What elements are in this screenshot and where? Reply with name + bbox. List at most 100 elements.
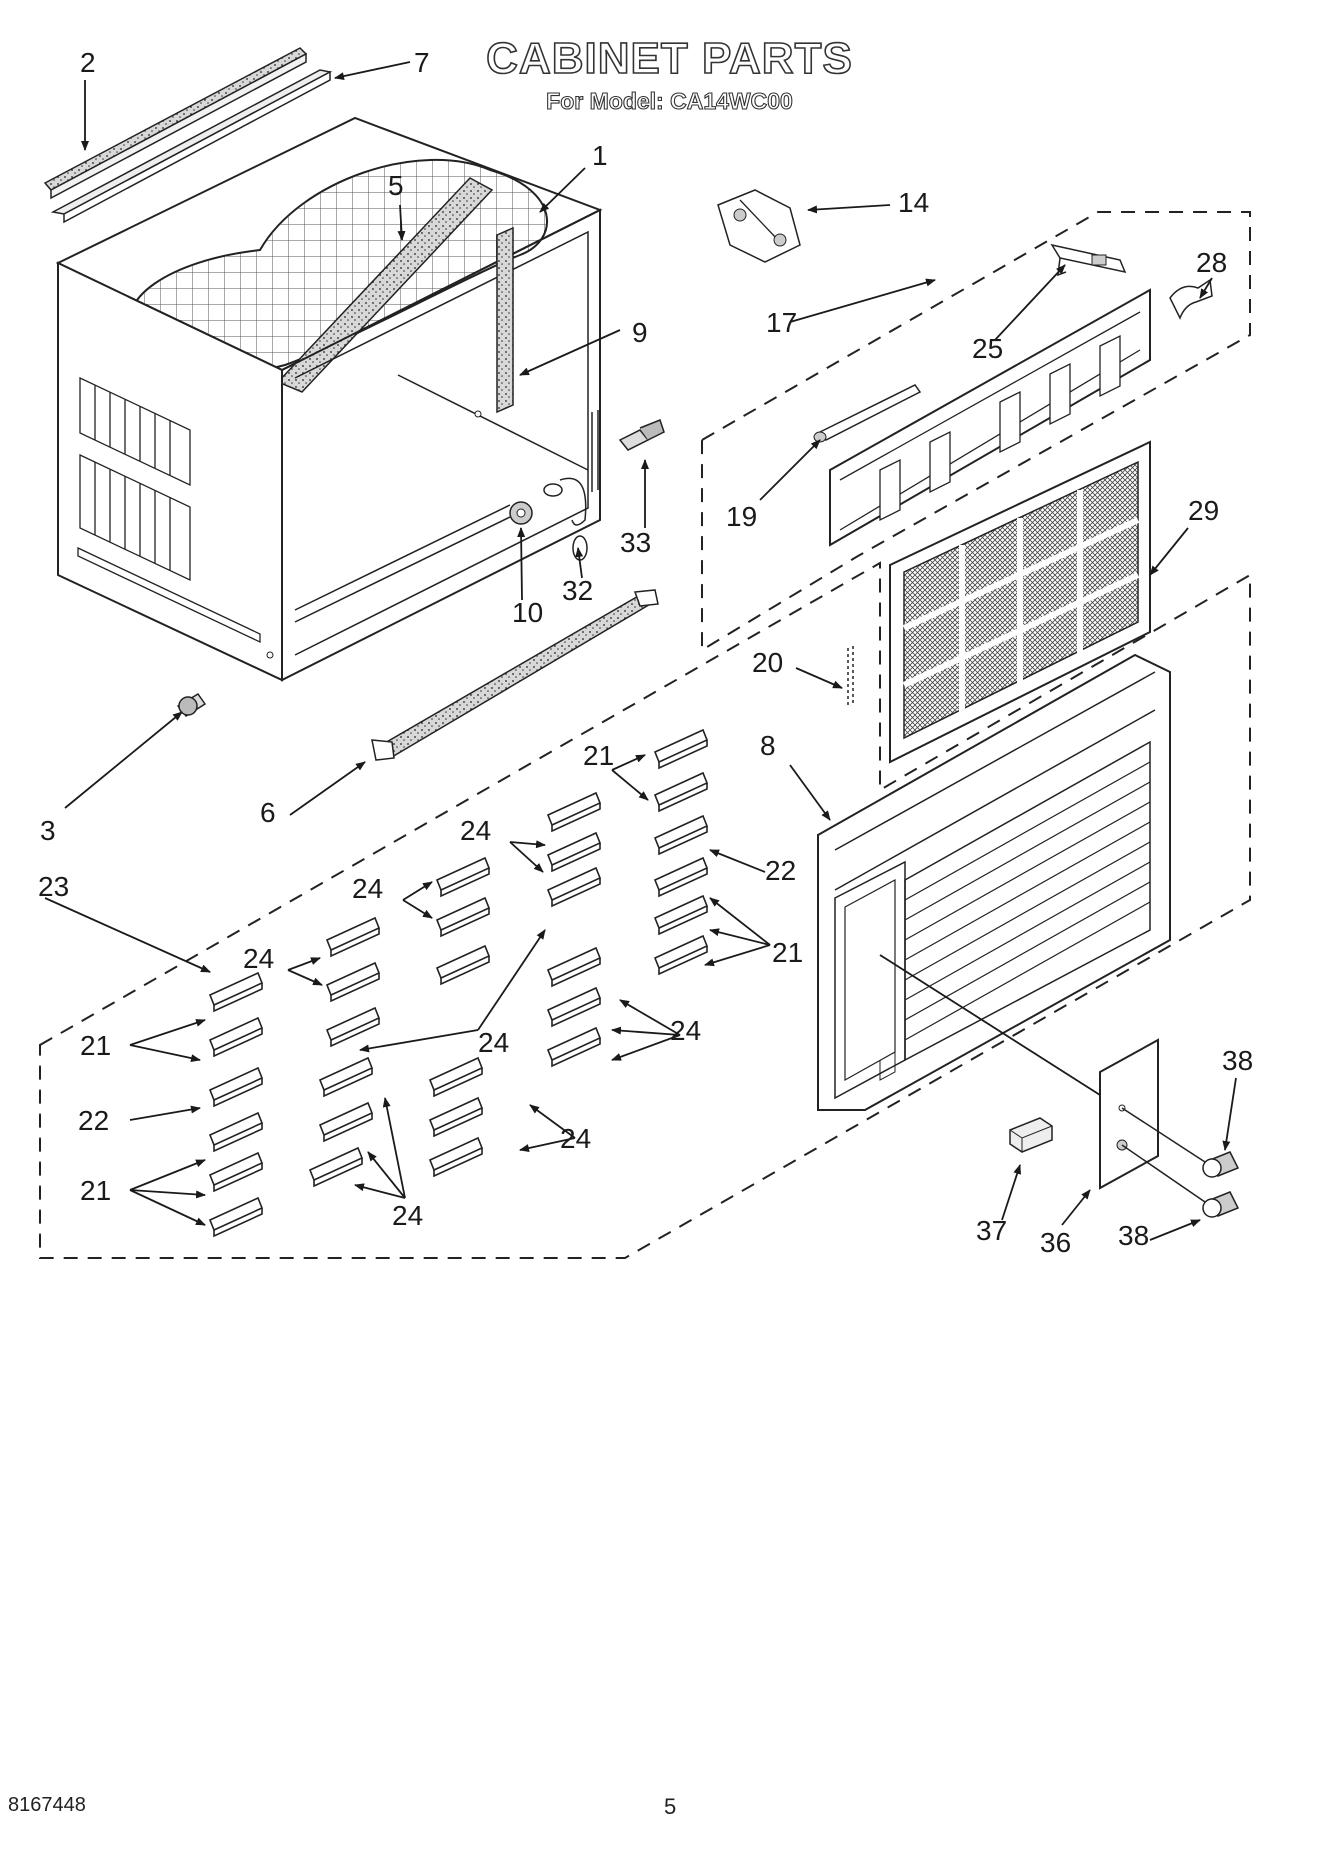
leader-line — [289, 761, 366, 816]
callout-25f: 24 — [392, 1200, 423, 1231]
leader-lines — [44, 61, 1237, 1241]
part-36-panel — [1099, 1038, 1159, 1190]
part-9-foam-strip — [496, 226, 514, 414]
leader-line — [287, 957, 321, 971]
louver-blade-edge — [551, 998, 601, 1028]
callout-17: 17 — [766, 307, 797, 338]
louver-blade-edge — [658, 868, 708, 898]
callout-25e: 24 — [560, 1123, 591, 1154]
louver-blades — [208, 728, 709, 1238]
louver-blade-edge — [213, 1208, 263, 1238]
louver-blade-edge — [313, 1158, 363, 1188]
leader-line — [129, 1044, 201, 1063]
callout-29: 29 — [1188, 495, 1219, 526]
leader-line — [619, 999, 681, 1036]
leader-line — [795, 667, 843, 689]
leader-line — [709, 897, 771, 946]
leader-line — [517, 527, 526, 601]
part-37-block — [1009, 1117, 1053, 1153]
model-subtitle: For Model: CA14WC00 — [546, 87, 794, 114]
leader-line — [1199, 277, 1213, 299]
louver-blade-edge — [551, 803, 601, 833]
callout-21a: 21 — [583, 740, 614, 771]
leader-line — [44, 897, 211, 973]
leader-line — [539, 167, 586, 213]
leader-line — [129, 1189, 206, 1226]
leader-line — [807, 204, 891, 214]
louver-blade-edge — [658, 826, 708, 856]
part-14-bracket — [717, 189, 801, 263]
callout-20: 20 — [752, 647, 783, 678]
leader-line — [611, 754, 646, 771]
callout-7: 7 — [414, 47, 430, 78]
part-32-clip — [1169, 278, 1213, 320]
louver-blade-edge — [213, 1028, 263, 1058]
callout-19: 19 — [726, 501, 757, 532]
leader-line — [359, 1029, 479, 1053]
group-23-outline — [39, 561, 1251, 1259]
callout-25b: 24 — [352, 873, 383, 904]
louver-blade-edge — [433, 1148, 483, 1178]
leader-line — [334, 61, 411, 81]
leader-line — [287, 969, 323, 986]
part-38-knob-lower — [1202, 1191, 1240, 1218]
part-10-nut — [509, 501, 533, 525]
louver-blade-edge — [323, 1068, 373, 1098]
callout-28: 25 — [972, 333, 1003, 364]
callout-labels: 2 7 1 5 9 33 32 10 3 6 14 28 17 25 19 29… — [38, 47, 1253, 1258]
leader-line — [354, 1183, 406, 1199]
louver-blade-edge — [440, 868, 490, 898]
louver-blade-edge — [323, 1113, 373, 1143]
leader-line — [611, 1034, 681, 1061]
callout-34: 33 — [620, 527, 651, 558]
leader-line — [367, 1151, 406, 1199]
leader-line — [519, 329, 621, 376]
part-33-rod — [543, 410, 599, 561]
callout-25a: 24 — [460, 815, 491, 846]
louver-blade-edge — [658, 740, 708, 770]
callout-25d: 24 — [670, 1015, 701, 1046]
page-title: CABINET PARTS — [485, 33, 853, 84]
leader-line — [789, 764, 831, 821]
callout-8: 8 — [760, 730, 776, 761]
leader-line — [402, 899, 433, 919]
louver-blade-edge — [213, 1078, 263, 1108]
callout-24-label: 24 — [478, 1027, 509, 1058]
part-7-seal-strip — [50, 69, 333, 224]
louver-blade-edge — [330, 973, 380, 1003]
leader-line — [759, 439, 821, 501]
part-2-gasket-strip — [43, 47, 308, 200]
leader-line — [129, 1019, 206, 1046]
louver-blade-edge — [440, 908, 490, 938]
leader-line — [575, 547, 584, 579]
leader-line — [611, 769, 649, 801]
part-8-front-grille — [817, 653, 1171, 1111]
part-38-knob-upper — [1202, 1151, 1240, 1178]
leader-line — [397, 204, 406, 241]
group-17-outline — [701, 211, 1251, 652]
leader-line — [129, 1159, 206, 1191]
leader-line — [477, 929, 546, 1031]
callout-6: 6 — [260, 797, 276, 828]
callout-21b: 21 — [772, 937, 803, 968]
leader-line — [709, 928, 771, 946]
leader-line — [129, 1189, 206, 1199]
louver-blade-edge — [213, 983, 263, 1013]
louver-blade-edge — [551, 958, 601, 988]
leader-line — [1149, 527, 1189, 576]
callout-37: 37 — [976, 1215, 1007, 1246]
callout-22a: 22 — [765, 855, 796, 886]
callout-33: 32 — [562, 575, 593, 606]
leader-line — [519, 1137, 576, 1152]
callout-5: 5 — [388, 170, 404, 201]
part-6-foam-bar — [371, 589, 659, 761]
leader-line — [382, 1097, 406, 1199]
callout-10: 10 — [512, 597, 543, 628]
leader-line — [64, 711, 183, 809]
page-number: 5 — [664, 1794, 677, 1819]
louver-blade-edge — [433, 1108, 483, 1138]
control-frame — [829, 288, 1151, 547]
leader-line — [509, 841, 544, 873]
